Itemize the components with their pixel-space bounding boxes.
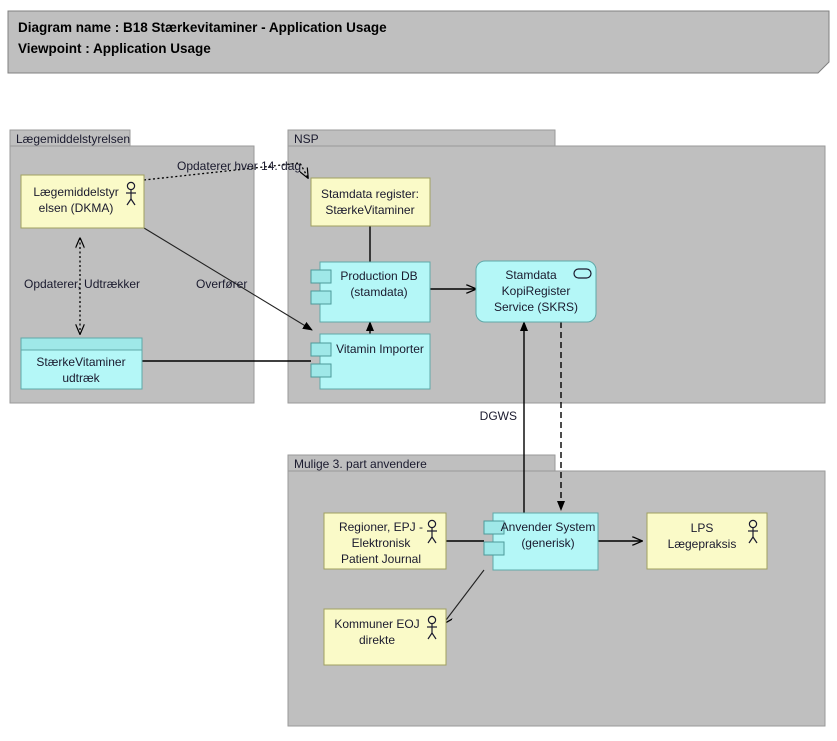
edge-label-opdaterer-14dag: Opdaterer hver 14. dag <box>177 159 301 173</box>
edge-anvender-to-kommuner <box>443 569 485 624</box>
node-dkma-line1: Lægemiddelstyr <box>33 185 118 199</box>
node-kommuner-line2: direkte <box>359 633 395 647</box>
actor-icon <box>427 615 437 640</box>
node-staerkevitaminer-udtraek[interactable]: StærkeVitaminer udtræk <box>20 337 143 390</box>
node-vitamin-importer[interactable]: Vitamin Importer <box>310 333 431 390</box>
actor-icon <box>427 519 437 544</box>
node-importer-line1: Vitamin Importer <box>336 342 424 356</box>
node-stamdata-register[interactable]: Stamdata register: StærkeVitaminer <box>310 177 431 227</box>
group-mulige-3-part-anvendere[interactable]: Mulige 3. part anvendere <box>287 454 826 727</box>
node-proddb-line2: (stamdata) <box>350 285 407 299</box>
edge-label-overfoerer: Overfører <box>196 277 247 291</box>
service-oval-icon <box>573 268 592 279</box>
node-lps-line2: Lægepraksis <box>668 537 737 551</box>
node-skrs-service[interactable]: Stamdata KopiRegister Service (SKRS) <box>475 260 597 323</box>
node-skrs-line1: Stamdata <box>505 268 557 282</box>
node-epj-line2: Elektronisk <box>352 536 412 550</box>
diagram-header-banner: Diagram name : B18 Stærkevitaminer - App… <box>7 10 830 74</box>
node-anvender-line1: Anvender System <box>501 520 596 534</box>
node-dkma-line2: elsen (DKMA) <box>39 201 114 215</box>
node-udtraek-line1: StærkeVitaminer <box>36 355 125 369</box>
group-label-third-party: Mulige 3. part anvendere <box>294 457 427 471</box>
actor-icon <box>748 519 758 544</box>
edge-dgws-request: DGWS <box>480 321 528 516</box>
node-lps-line1: LPS <box>691 521 714 535</box>
node-anvender-system[interactable]: Anvender System (generisk) <box>483 512 599 571</box>
node-udtraek-line2: udtræk <box>62 371 100 385</box>
viewpoint-line: Viewpoint : Application Usage <box>18 41 211 56</box>
edge-label-dgws: DGWS <box>480 409 517 423</box>
node-epj-line1: Regioner, EPJ - <box>339 520 423 534</box>
edge-overfoerer: Overfører <box>143 227 313 331</box>
diagram-name-line: Diagram name : B18 Stærkevitaminer - App… <box>18 20 387 35</box>
node-kommuner-eoj[interactable]: Kommuner EOJ direkte <box>323 608 447 666</box>
group-label-nsp: NSP <box>294 132 319 146</box>
group-label-lms: Lægemiddelstyrelsen <box>16 132 130 146</box>
edge-label-opdaterer-udtraekker: Opdaterer, Udtrækker <box>24 277 140 291</box>
node-dkma[interactable]: Lægemiddelstyr elsen (DKMA) <box>20 174 145 229</box>
node-anvender-line2: (generisk) <box>521 536 574 550</box>
node-proddb-line1: Production DB <box>340 269 417 283</box>
node-lps-laegepraksis[interactable]: LPS Lægepraksis <box>646 512 768 570</box>
node-kommuner-line1: Kommuner EOJ <box>334 617 419 631</box>
node-skrs-line3: Service (SKRS) <box>494 300 578 314</box>
node-skrs-line2: KopiRegister <box>502 284 571 298</box>
node-stamdata-line2: StærkeVitaminer <box>325 203 414 217</box>
edge-opdaterer-hver-14-dag: Opdaterer hver 14. dag <box>143 159 308 181</box>
actor-icon <box>126 181 136 206</box>
node-stamdata-line1: Stamdata register: <box>321 187 419 201</box>
node-production-db[interactable]: Production DB (stamdata) <box>310 261 431 323</box>
node-regioner-epj[interactable]: Regioner, EPJ - Elektronisk Patient Jour… <box>323 512 447 570</box>
node-epj-line3: Patient Journal <box>341 552 421 566</box>
edge-opdaterer-udtraekker: Opdaterer, Udtrækker <box>24 238 140 334</box>
